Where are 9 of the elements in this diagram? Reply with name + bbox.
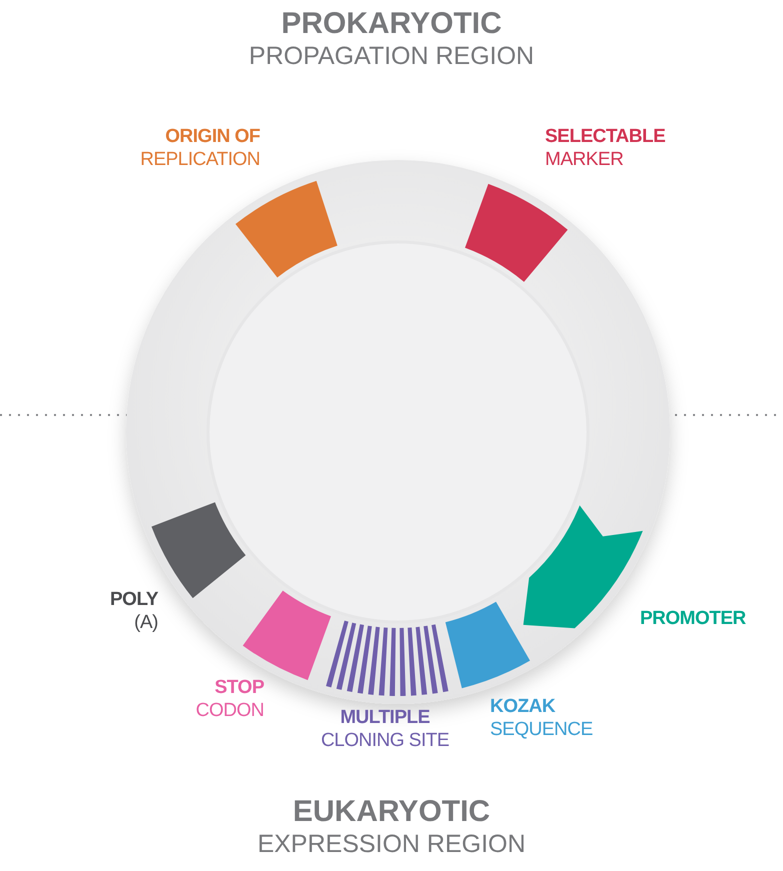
- segment-label: ORIGIN OF REPLICATION: [139, 125, 260, 171]
- segment-label: SELECTABLE MARKER: [545, 125, 666, 171]
- segment-label: STOP CODON: [194, 676, 264, 722]
- segment-label: MULTIPLE CLONING SITE: [320, 706, 450, 752]
- segment-label: KOZAK SEQUENCE: [490, 695, 594, 741]
- segment-label: PROMOTER: [640, 607, 747, 630]
- segment-label: POLY (A): [109, 588, 158, 634]
- region-heading: PROKARYOTIC PROPAGATION REGION: [248, 8, 536, 72]
- region-heading: EUKARYOTIC EXPRESSION REGION: [256, 796, 527, 860]
